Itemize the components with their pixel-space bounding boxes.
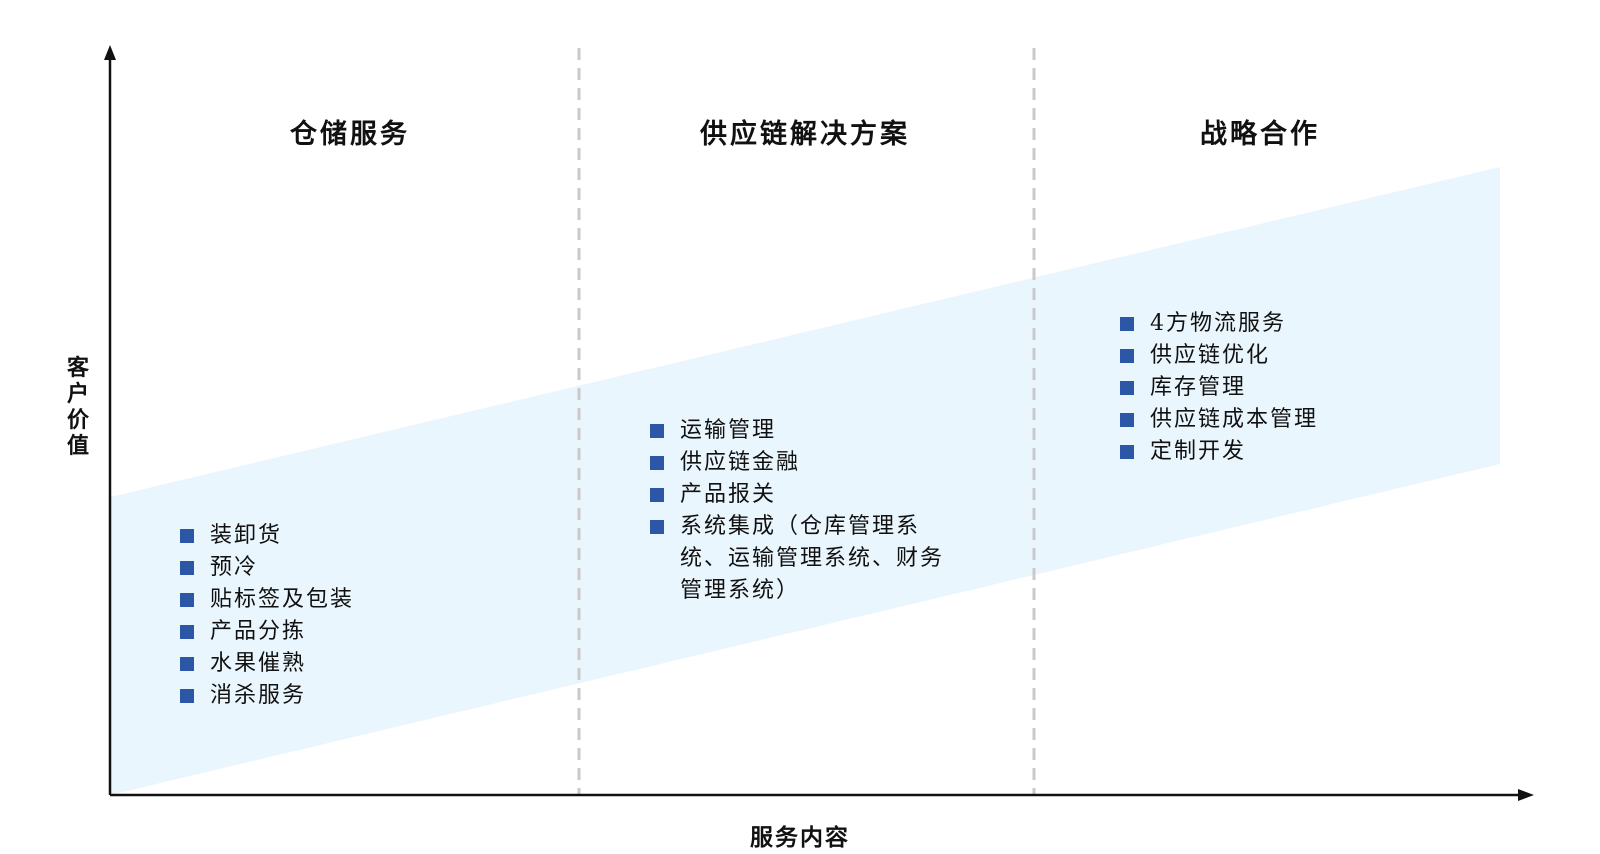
list-item: 供应链成本管理	[1120, 404, 1480, 436]
square-bullet-icon	[1120, 445, 1134, 459]
list-item: 供应链优化	[1120, 340, 1480, 372]
square-bullet-icon	[180, 561, 194, 575]
x-axis-label: 服务内容	[750, 825, 850, 851]
list-item: 定制开发	[1120, 436, 1480, 468]
y-axis-label: 客 户 价 值	[66, 356, 89, 459]
supply-chain-solution-list: 运输管理 供应链金融 产品报关 系统集成（仓库管理系统、运输管理系统、财务管理系…	[650, 415, 960, 607]
square-bullet-icon	[180, 625, 194, 639]
strategic-cooperation-list: 4方物流服务 供应链优化 库存管理 供应链成本管理 定制开发	[1120, 308, 1480, 468]
list-item: 产品分拣	[180, 616, 540, 648]
warehousing-service-list: 装卸货 预冷 贴标签及包装 产品分拣 水果催熟 消杀服务	[180, 520, 540, 712]
y-axis-arrow	[104, 45, 116, 60]
square-bullet-icon	[650, 520, 664, 534]
list-item: 供应链金融	[650, 447, 960, 479]
list-item: 系统集成（仓库管理系统、运输管理系统、财务管理系统）	[650, 511, 960, 607]
list-item: 预冷	[180, 552, 540, 584]
square-bullet-icon	[650, 488, 664, 502]
square-bullet-icon	[180, 529, 194, 543]
list-item: 运输管理	[650, 415, 960, 447]
square-bullet-icon	[180, 593, 194, 607]
list-item: 4方物流服务	[1120, 308, 1480, 340]
list-item: 装卸货	[180, 520, 540, 552]
value-band	[110, 167, 1500, 795]
square-bullet-icon	[1120, 317, 1134, 331]
square-bullet-icon	[180, 657, 194, 671]
column-title-supply-chain: 供应链解决方案	[700, 119, 910, 150]
square-bullet-icon	[1120, 381, 1134, 395]
column-title-strategic: 战略合作	[1200, 119, 1320, 150]
square-bullet-icon	[1120, 349, 1134, 363]
square-bullet-icon	[180, 689, 194, 703]
square-bullet-icon	[650, 456, 664, 470]
list-item: 产品报关	[650, 479, 960, 511]
list-item: 水果催熟	[180, 648, 540, 680]
list-item: 库存管理	[1120, 372, 1480, 404]
column-title-warehousing: 仓储服务	[290, 119, 410, 150]
square-bullet-icon	[1120, 413, 1134, 427]
list-item: 贴标签及包装	[180, 584, 540, 616]
list-item: 消杀服务	[180, 680, 540, 712]
x-axis-arrow	[1518, 789, 1534, 801]
square-bullet-icon	[650, 424, 664, 438]
